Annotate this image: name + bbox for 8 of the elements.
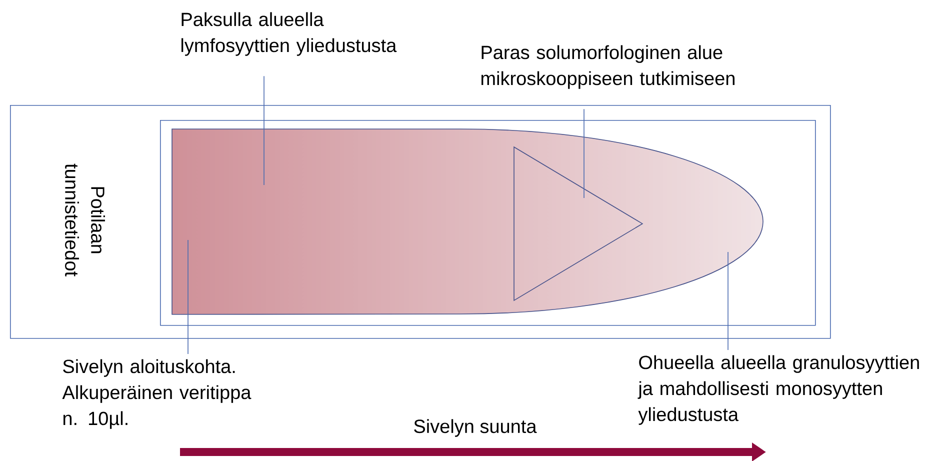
blood-smear xyxy=(172,128,764,315)
callout-text: Paras solumorfologinen alue mikroskooppiseen tutkimiseen xyxy=(481,45,734,89)
callout-text: Ohueella alueella granulosyyttien ja mahdollisesti monosyytten yliedustusta xyxy=(638,355,919,425)
callout-text: Paksulla alueella lymfosyyttien yliedustusta xyxy=(182,12,397,56)
callout-text: Sivelyn aloituskohta. Alkuperäinen veritippa n. 10µl. xyxy=(62,359,252,429)
slide-outline: Potilaan tunnistetiedot xyxy=(10,105,831,339)
inner-frame xyxy=(160,120,816,326)
arrow-label: Sivelyn suunta xyxy=(414,419,537,437)
